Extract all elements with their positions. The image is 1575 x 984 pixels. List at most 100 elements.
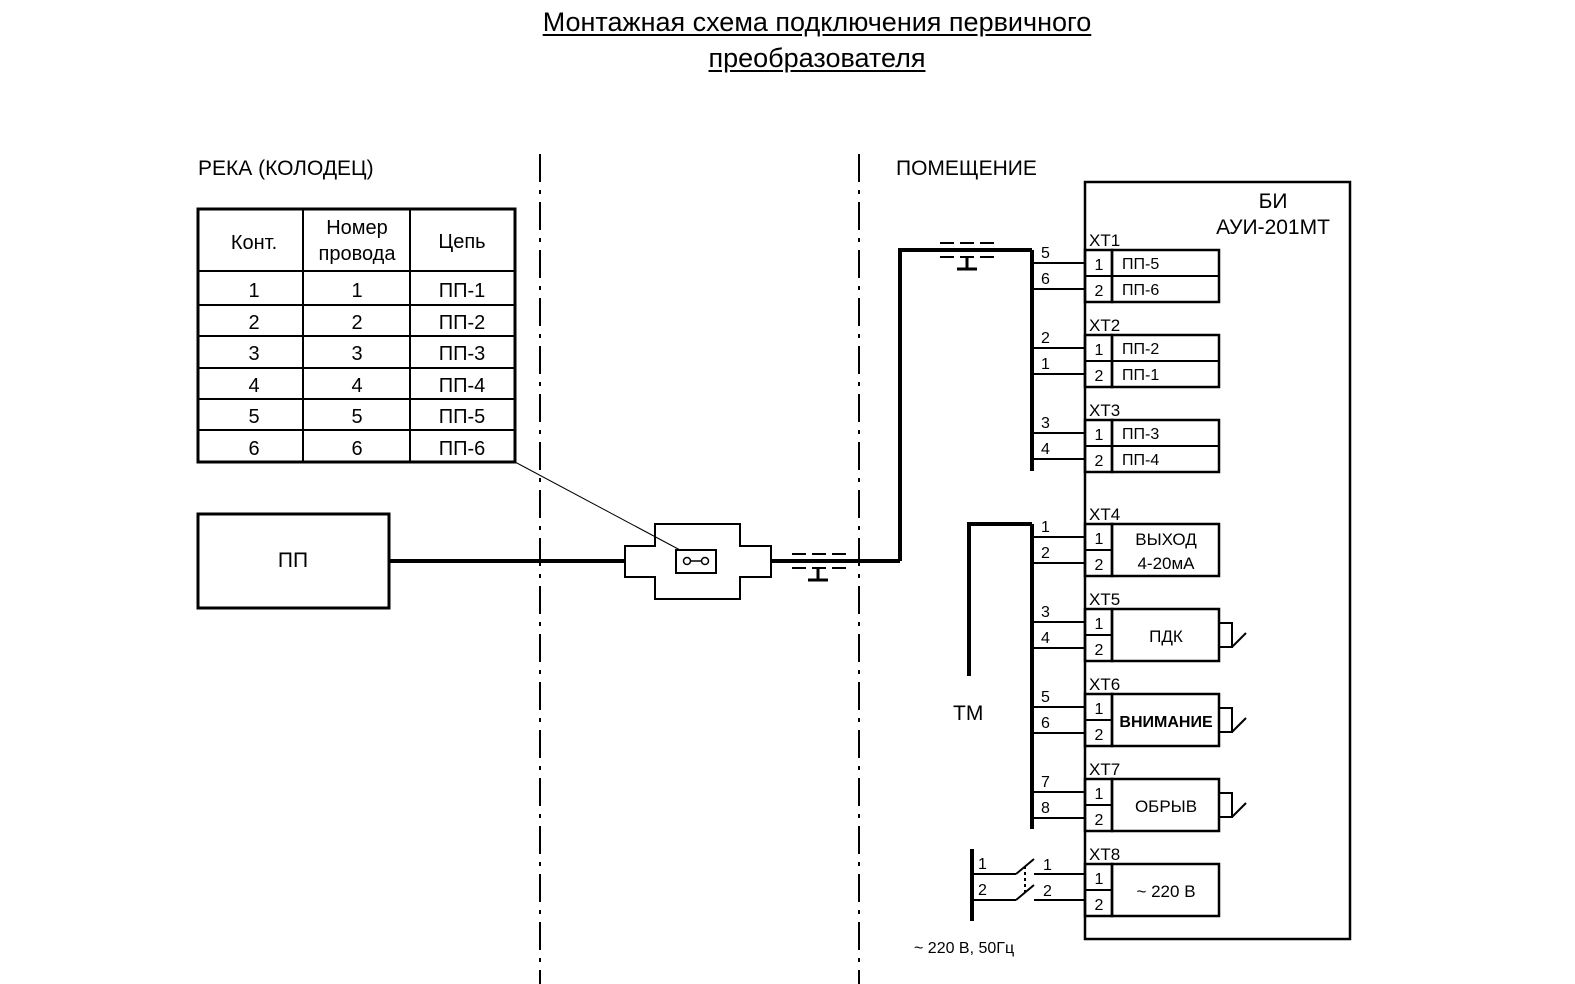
wire-number: 7 [1041, 774, 1050, 791]
shield-ground-symbol-cable [792, 553, 846, 582]
pin-number: 2 [1095, 727, 1104, 744]
pin-number: 1 [1095, 701, 1104, 718]
terminal-label: ПП-6 [1122, 282, 1159, 299]
terminal-label: ~ 220 В [1136, 882, 1195, 901]
unit-label-2: АУИ-201МТ [1216, 216, 1330, 239]
wire-number: 2 [1041, 330, 1050, 347]
table-cell: 2 [351, 312, 362, 334]
pin-number: 1 [1095, 616, 1104, 633]
terminal-label: ПДК [1149, 627, 1183, 646]
block-name: ХТ7 [1089, 760, 1120, 779]
wire-number: 1 [1043, 857, 1052, 874]
block-name: ХТ4 [1089, 505, 1120, 524]
terminal-contact-right [700, 556, 710, 566]
table-cell: 4 [351, 375, 362, 397]
table-cell: 3 [351, 343, 362, 365]
pin-number: 2 [1095, 557, 1104, 574]
pin-number: 1 [1095, 342, 1104, 359]
table-cell: 6 [248, 438, 259, 460]
block-name: ХТ5 [1089, 590, 1120, 609]
terminal-label: ОБРЫВ [1135, 797, 1197, 816]
shield-ground-symbol-top [940, 242, 994, 271]
title-line-1: Монтажная схема подключения первичного [542, 7, 1092, 37]
pin-number: 2 [1095, 283, 1104, 300]
tm-label: ТМ [953, 702, 983, 725]
unit-label-1: БИ [1259, 190, 1288, 213]
sensor-label: ПП [278, 549, 308, 572]
table-cell: 5 [248, 406, 259, 428]
block-name: ХТ2 [1089, 316, 1120, 335]
mains-wire-left-1: 1 [978, 856, 987, 873]
pin-number: 2 [1095, 368, 1104, 385]
zone-label-river: РЕКА (КОЛОДЕЦ) [198, 157, 374, 180]
table-header-wire-1: Номер [326, 217, 388, 239]
relay-contact-icon [1219, 792, 1247, 818]
block-name: ХТ1 [1089, 231, 1120, 250]
pin-number: 2 [1095, 453, 1104, 470]
title-line-2: преобразователя [708, 43, 926, 73]
pin-number: 2 [1095, 897, 1104, 914]
pin-number: 1 [1095, 427, 1104, 444]
terminal-label: ВНИМАНИЕ [1119, 714, 1213, 731]
zone-label-room: ПОМЕЩЕНИЕ [896, 157, 1037, 180]
tm-cable [967, 522, 1032, 676]
mains-switch [972, 858, 1085, 901]
block-name: ХТ8 [1089, 845, 1120, 864]
pin-number: 1 [1095, 871, 1104, 888]
terminal-label: ПП-2 [1122, 341, 1159, 358]
block-name: ХТ3 [1089, 401, 1120, 420]
wire-number: 5 [1041, 689, 1050, 706]
table-leader-line [514, 461, 681, 551]
terminal-label: ПП-3 [1122, 426, 1159, 443]
terminal-label: 4-20мА [1137, 554, 1195, 573]
wire-number: 8 [1041, 800, 1050, 817]
table-cell: 3 [248, 343, 259, 365]
table-header-circuit: Цепь [438, 231, 485, 253]
table-cell: ПП-4 [439, 375, 486, 397]
terminal-label: ПП-4 [1122, 452, 1159, 469]
main-cable-riser [898, 248, 1032, 561]
wire-number: 4 [1041, 441, 1050, 458]
table-header-wire-2: провода [319, 243, 397, 265]
mains-label: ~ 220 В, 50Гц [914, 940, 1014, 957]
terminal-label: ВЫХОД [1135, 530, 1197, 549]
pin-number: 2 [1095, 642, 1104, 659]
block-name: ХТ6 [1089, 675, 1120, 694]
table-cell: ПП-3 [439, 343, 486, 365]
pin-number: 1 [1095, 786, 1104, 803]
table-cell: 6 [351, 438, 362, 460]
wire-number: 3 [1041, 415, 1050, 432]
relay-contact-icon [1219, 622, 1247, 648]
pin-number: 1 [1095, 257, 1104, 274]
table-cell: 5 [351, 406, 362, 428]
wire-number: 6 [1041, 715, 1050, 732]
terminal-block-7: ХТ7 1 2 7 8 ОБРЫВ [1032, 760, 1247, 833]
diagram-title: Монтажная схема подключения первичного п… [0, 4, 1575, 76]
table-cell: ПП-1 [439, 280, 486, 302]
wire-table [196, 207, 517, 464]
table-header-cont: Конт. [231, 232, 277, 254]
table-cell: ПП-6 [439, 438, 486, 460]
table-cell: 4 [248, 375, 259, 397]
table-cell: 1 [351, 280, 362, 302]
wire-number: 3 [1041, 604, 1050, 621]
table-cell: ПП-5 [439, 406, 486, 428]
terminal-blocks: ХТ11256ПП-5ПП-6ХТ21221ПП-2ПП-1ХТ31234ПП-… [1032, 231, 1247, 918]
pin-number: 1 [1095, 531, 1104, 548]
terminal-block-4: ХТ4 1 2 1 2 ВЫХОД 4-20мА [1032, 505, 1221, 578]
terminal-block-5: ХТ5 1 2 3 4 ПДК [1032, 590, 1247, 663]
wire-number: 4 [1041, 630, 1050, 647]
wire-number: 1 [1041, 356, 1050, 373]
terminal-block-6: ХТ6 1 2 5 6 ВНИМАНИЕ [1032, 675, 1247, 748]
table-cell: 2 [248, 312, 259, 334]
wire-number: 2 [1041, 545, 1050, 562]
pin-number: 2 [1095, 812, 1104, 829]
terminal-label: ПП-5 [1122, 256, 1159, 273]
wire-number: 1 [1041, 519, 1050, 536]
table-cell: ПП-2 [439, 312, 486, 334]
